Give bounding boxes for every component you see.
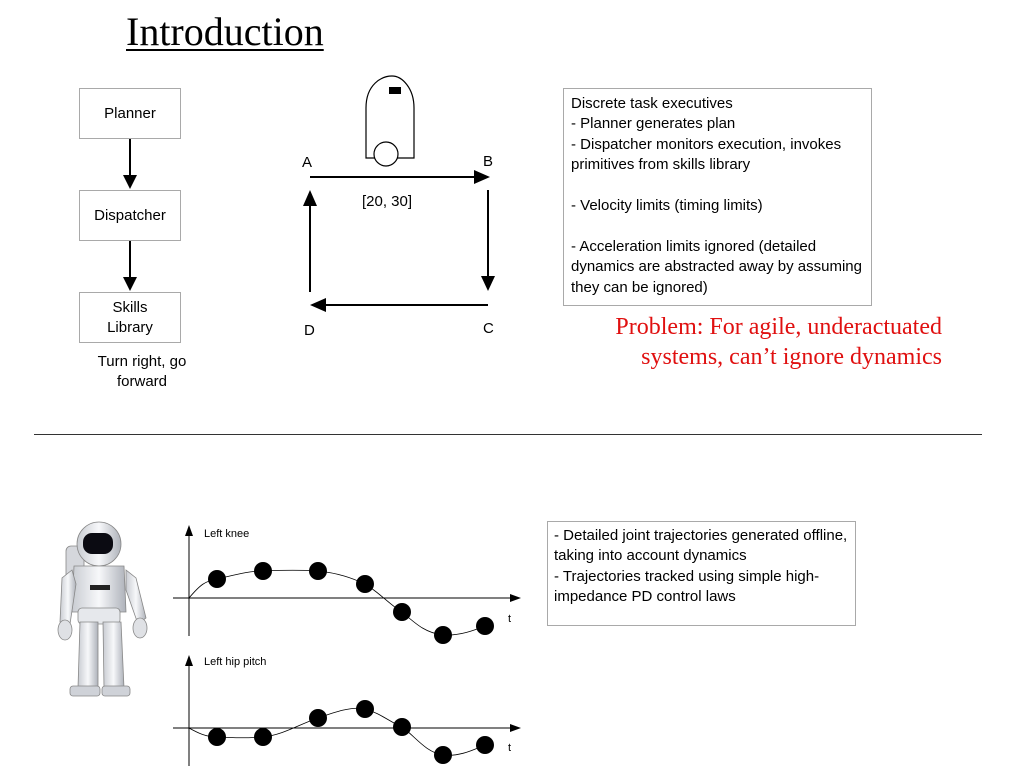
section-divider [34, 434, 982, 435]
left-hip-y-arrow [185, 655, 193, 666]
left-knee-point [309, 562, 327, 580]
corner-c-label: C [483, 320, 494, 337]
corner-b-label: B [483, 153, 494, 170]
corner-a-label: A [302, 154, 313, 171]
skills-library-label: Skills Library [107, 298, 153, 336]
left-hip-point [254, 728, 272, 746]
left-knee-y-arrow [185, 525, 193, 536]
skills-library-box: Skills Library [79, 292, 181, 343]
left-hip-point [434, 746, 452, 764]
dispatcher-box: Dispatcher [79, 190, 181, 241]
left-hip-point [476, 736, 494, 754]
left-hip-x-arrow [510, 724, 521, 732]
problem-statement: Problem: For agile, underactuated system… [615, 314, 942, 370]
left-knee-title: Left knee [204, 528, 249, 540]
left-hip-xlabel: t [508, 742, 511, 754]
left-hip-point [309, 709, 327, 727]
left-knee-point [434, 626, 452, 644]
left-knee-point [476, 617, 494, 635]
corner-d-label: D [304, 322, 315, 339]
left-knee-xlabel: t [508, 613, 511, 625]
dispatcher-label: Dispatcher [94, 206, 166, 224]
planner-label: Planner [104, 104, 156, 122]
left-knee-x-arrow [510, 594, 521, 602]
left-knee-point [208, 570, 226, 588]
interval-label: [20, 30] [362, 193, 413, 210]
left-hip-point [356, 700, 374, 718]
flowchart-caption: Turn right, go forward [97, 353, 187, 390]
left-hip-point [208, 728, 226, 746]
left-knee-point [254, 562, 272, 580]
left-hip-point [393, 718, 411, 736]
left-knee-point [393, 603, 411, 621]
page-title: Introduction [126, 9, 324, 54]
left-hip-title: Left hip pitch [204, 656, 266, 668]
trajectory-note: - Detailed joint trajectories generated … [547, 521, 856, 626]
executive-note: Discrete task executives - Planner gener… [563, 88, 872, 306]
planner-box: Planner [79, 88, 181, 139]
left-knee-point [356, 575, 374, 593]
